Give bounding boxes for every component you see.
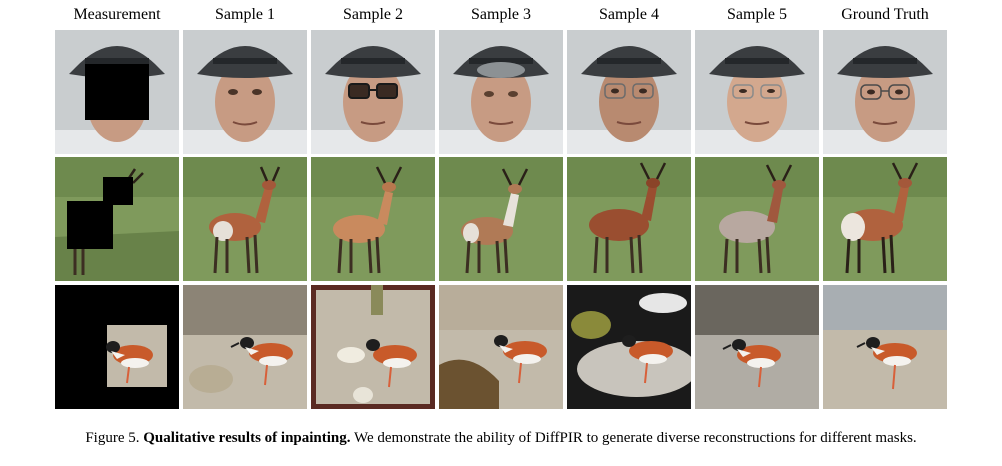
bird-sample-3-image [439,285,563,409]
antelope-sample-3-image [439,157,563,281]
column-header-sample-4: Sample 4 [599,6,659,23]
figure-caption-title: Qualitative results of inpainting. [143,430,351,446]
antelope-sample-1-image [183,157,307,281]
face-sample-3-image [439,30,563,154]
bird-measurement-image [55,285,179,409]
face-sample-2-image [311,30,435,154]
face-sample-4-image [567,30,691,154]
face-sample-5-image [695,30,819,154]
column-header-ground-truth: Ground Truth [841,6,929,23]
figure-label: Figure 5. [85,430,140,446]
face-sample-1-image [183,30,307,154]
bird-sample-4-image [567,285,691,409]
face-measurement-image [55,30,179,154]
bird-sample-2-image [311,285,435,409]
column-header-sample-5: Sample 5 [727,6,787,23]
column-header-sample-2: Sample 2 [343,6,403,23]
antelope-sample-5-image [695,157,819,281]
bird-sample-5-image [695,285,819,409]
antelope-ground-truth-image [823,157,947,281]
bird-ground-truth-image [823,285,947,409]
antelope-sample-4-image [567,157,691,281]
figure-caption: Figure 5. Qualitative results of inpaint… [0,428,1002,448]
column-header-measurement: Measurement [73,6,161,23]
face-ground-truth-image [823,30,947,154]
antelope-sample-2-image [311,157,435,281]
column-header-sample-3: Sample 3 [471,6,531,23]
bird-sample-1-image [183,285,307,409]
column-header-sample-1: Sample 1 [215,6,275,23]
antelope-measurement-image [55,157,179,281]
figure-caption-text: We demonstrate the ability of DiffPIR to… [354,430,917,446]
